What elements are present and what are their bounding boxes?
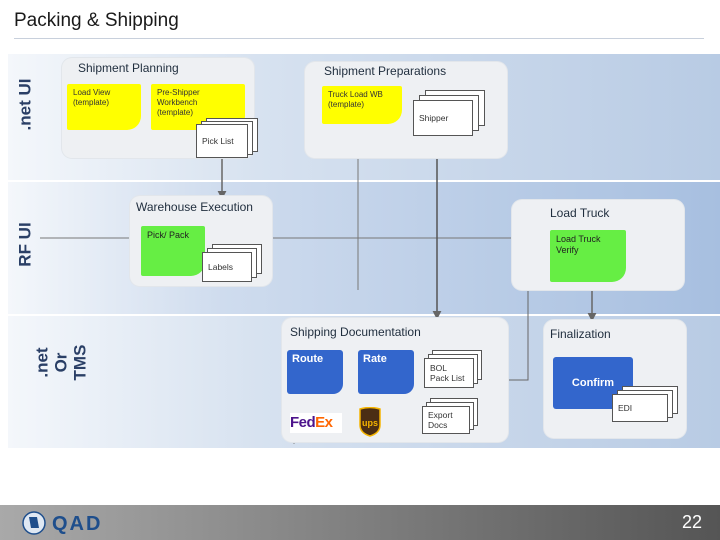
sticky-line: Pick/ Pack: [147, 230, 190, 240]
sticky-line: (template): [157, 108, 194, 117]
doc-label: Labels: [208, 262, 234, 272]
rate-box[interactable]: Rate: [358, 350, 414, 394]
sticky-pick-pack[interactable]: Pick/ Pack: [141, 226, 205, 276]
doc-stack-edi[interactable]: EDI: [612, 386, 678, 422]
panel-title: Shipment Planning: [78, 61, 179, 75]
qad-logo-text: QAD: [52, 513, 102, 535]
panel-title: Shipping Documentation: [290, 325, 421, 339]
footer-bar: [0, 505, 720, 540]
page-title: Packing & Shipping: [14, 10, 179, 31]
rate-label: Rate: [363, 353, 387, 365]
lane-label-net-ui: .net UI: [15, 78, 35, 131]
doc-stack-bol[interactable]: BOL Pack List: [424, 350, 482, 388]
panel-title: Shipment Preparations: [324, 64, 447, 78]
doc-label-line: Export: [428, 410, 453, 420]
doc-stack-labels[interactable]: Labels: [202, 244, 262, 282]
sticky-load-view[interactable]: Load View (template): [67, 84, 141, 130]
sticky-line: Load Truck: [556, 234, 601, 244]
doc-label-line: Pack List: [430, 373, 465, 383]
route-box[interactable]: Route: [287, 350, 343, 394]
panel-title: Load Truck: [550, 206, 610, 220]
qad-logo: QAD: [22, 511, 102, 535]
doc-stack-shipper[interactable]: Shipper: [413, 90, 485, 136]
sticky-line: (template): [328, 100, 365, 109]
doc-label: BOL Pack List: [430, 363, 465, 383]
panel-title: Warehouse Execution: [136, 200, 253, 214]
sticky-line: Pre-Shipper: [157, 88, 200, 97]
sticky-line: Load View: [73, 88, 111, 97]
doc-label: Export Docs: [428, 410, 453, 430]
sticky-line: Truck Load WB: [328, 90, 383, 99]
ups-logo: ups: [359, 407, 381, 437]
lane-label-net-or-tms: .net Or TMS: [20, 338, 90, 382]
doc-label-line: BOL: [430, 363, 448, 373]
fedex-logo: FedEx: [290, 413, 342, 433]
doc-stack-export-docs[interactable]: Export Docs: [422, 398, 478, 434]
page-number: 22: [681, 512, 702, 532]
lane-label-rf-ui: RF UI: [15, 222, 35, 267]
sticky-line: Verify: [556, 245, 579, 255]
sticky-load-truck-verify[interactable]: Load Truck Verify: [550, 230, 626, 282]
doc-label: Pick List: [202, 136, 234, 146]
doc-label-line: Docs: [428, 420, 448, 430]
lane-label-line: .net: [32, 347, 52, 378]
lane-divider: [8, 180, 720, 182]
sticky-line: (template): [73, 98, 110, 107]
sticky-truck-load-wb[interactable]: Truck Load WB (template): [322, 86, 402, 124]
doc-label: Shipper: [419, 113, 449, 123]
route-label: Route: [292, 353, 324, 365]
sticky-line: Workbench: [157, 98, 198, 107]
svg-text:ups: ups: [362, 418, 378, 428]
confirm-label: Confirm: [571, 377, 615, 389]
lane-label-line: Or: [51, 352, 71, 373]
title-rule: [14, 38, 704, 39]
lane-divider: [8, 314, 720, 316]
panel-title: Finalization: [550, 327, 611, 341]
doc-stack-pick-list[interactable]: Pick List: [196, 118, 258, 158]
doc-label: EDI: [618, 403, 633, 413]
lane-label-line: TMS: [70, 344, 90, 381]
